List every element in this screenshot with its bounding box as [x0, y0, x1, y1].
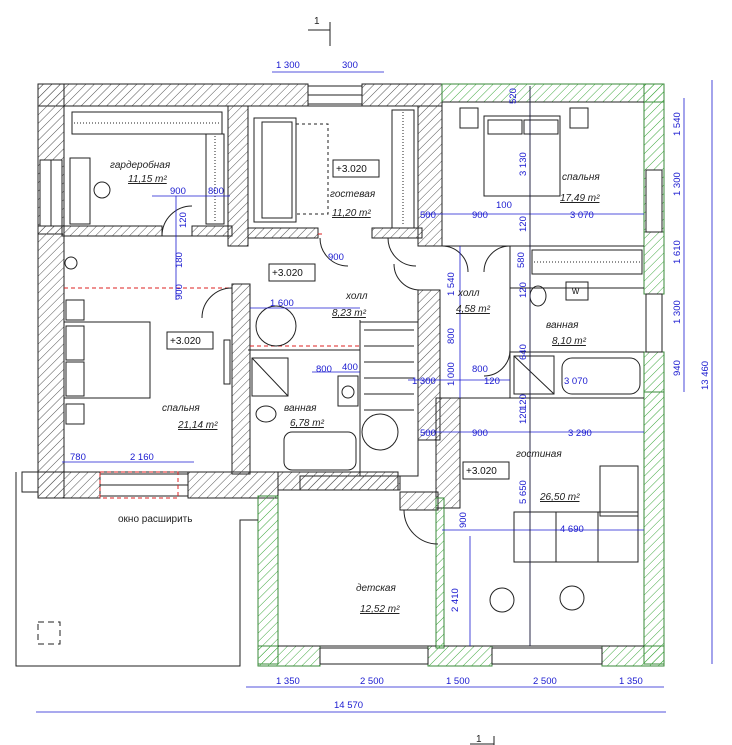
dim-inner: 400 — [342, 362, 358, 373]
door-swings — [161, 205, 511, 545]
dim-inner: 1 600 — [270, 298, 294, 309]
dim-inner: 800 — [208, 186, 224, 197]
dim-inner: 2 410 — [450, 588, 461, 612]
section-mark-top: 1 — [314, 16, 320, 27]
dim-inner: 520 — [508, 88, 519, 104]
room-area-bedroom_w: 21,14 m² — [177, 420, 218, 431]
dim-bottom: 1 500 — [446, 676, 470, 687]
dim-right: 1 300 — [672, 172, 683, 196]
dim-top-2: 300 — [342, 60, 358, 71]
dim-inner: 900 — [472, 428, 488, 439]
red-dashed-lines — [64, 233, 360, 499]
room-area-bath_c: 6,78 m² — [290, 418, 325, 429]
room-name-hall: холл — [345, 291, 368, 302]
room-name-bath_c: ванная — [284, 403, 317, 414]
level-mark: +3.020 — [170, 336, 201, 347]
dimension-lines — [36, 71, 713, 713]
level-mark-box — [332, 159, 380, 178]
dim-inner: 800 — [446, 328, 457, 344]
dim-right: 940 — [672, 360, 683, 376]
dim-bottom: 1 350 — [619, 676, 643, 687]
dim-right: 1 300 — [672, 300, 683, 324]
dim-inner: 1 300 — [412, 376, 436, 387]
room-name-bedroom_ne: спальня — [562, 172, 600, 183]
dim-inner: 4 690 — [560, 524, 584, 535]
dim-inner: 100 — [496, 200, 512, 211]
room-area-guest: 11,20 m² — [332, 208, 371, 219]
room-name-wardrobe: гардеробная — [110, 159, 171, 171]
dim-inner: 5 650 — [518, 480, 529, 504]
dim-bottom: 2 500 — [360, 676, 384, 687]
dim-inner: 3 130 — [518, 152, 529, 176]
room-name-hall2: холл — [457, 288, 480, 299]
dim-inner: 900 — [458, 512, 469, 528]
dim-bottom: 1 350 — [276, 676, 300, 687]
room-area-wardrobe: 11,15 m² — [128, 174, 167, 185]
dim-inner: 120 — [518, 394, 529, 410]
dim-inner: 900 — [170, 186, 186, 197]
level-mark-box — [462, 461, 510, 480]
level-mark: +3.020 — [336, 164, 367, 175]
interior-lines — [15, 101, 644, 667]
dim-inner: 1 540 — [446, 272, 457, 296]
dim-inner: 180 — [174, 252, 185, 268]
dim-right: 1 540 — [672, 112, 683, 136]
level-mark: +3.020 — [272, 268, 303, 279]
dim-inner: 900 — [328, 252, 344, 263]
dim-inner: 120 — [518, 282, 529, 298]
room-name-kids: детская — [356, 583, 396, 594]
dim-inner: 2 160 — [130, 452, 154, 463]
note-window-widen: окно расширить — [118, 514, 192, 525]
dim-inner: 120 — [178, 212, 189, 228]
room-area-bath_e: 8,10 m² — [552, 336, 587, 347]
dim-inner: 3 290 — [568, 428, 592, 439]
dim-inner: 3 070 — [564, 376, 588, 387]
room-area-hall2: 4,58 m² — [456, 304, 491, 315]
room-name-bedroom_w: спальня — [162, 403, 200, 414]
insulated-walls — [257, 83, 665, 667]
dim-inner: 900 — [472, 210, 488, 221]
dim-inner: 3 070 — [570, 210, 594, 221]
outer-walls — [37, 83, 461, 511]
furniture — [37, 107, 643, 645]
dim-inner: 120 — [484, 376, 500, 387]
level-mark-box — [166, 331, 214, 350]
labels: гардеробная 11,15 m² гостевая 11,20 m² спаль… — [70, 16, 711, 745]
dim-inner: 500 — [420, 428, 436, 439]
dim-inner: 120 — [518, 408, 529, 424]
dim-overall-width: 14 570 — [334, 700, 363, 711]
dim-inner: 500 — [420, 210, 436, 221]
dim-overall-height: 13 460 — [700, 361, 711, 390]
dim-inner: 800 — [316, 364, 332, 375]
room-name-guest: гостевая — [330, 189, 376, 200]
level-mark: +3.020 — [466, 466, 497, 477]
dim-bottom: 2 500 — [533, 676, 557, 687]
section-marks — [308, 22, 495, 745]
dim-inner: 580 — [516, 252, 527, 268]
section-mark-bottom: 1 — [476, 734, 482, 745]
room-area-hall: 8,23 m² — [332, 308, 367, 319]
room-area-living: 26,50 m² — [539, 492, 580, 503]
dim-inner: 800 — [472, 364, 488, 375]
dim-inner: 900 — [174, 284, 185, 300]
dim-right: 1 610 — [672, 240, 683, 264]
dim-inner: 640 — [518, 344, 529, 360]
dim-inner: 1 000 — [446, 362, 457, 386]
washer-label: w — [571, 286, 580, 297]
level-mark-box — [268, 263, 316, 282]
dim-top-1: 1 300 — [276, 60, 300, 71]
dim-inner: 120 — [518, 216, 529, 232]
room-area-bedroom_ne: 17,49 m² — [560, 193, 600, 204]
dim-inner: 780 — [70, 452, 86, 463]
windows — [39, 85, 663, 665]
room-name-living: гостиная — [516, 449, 562, 460]
room-name-bath_e: ванная — [546, 320, 579, 331]
room-area-kids: 12,52 m² — [360, 604, 400, 615]
